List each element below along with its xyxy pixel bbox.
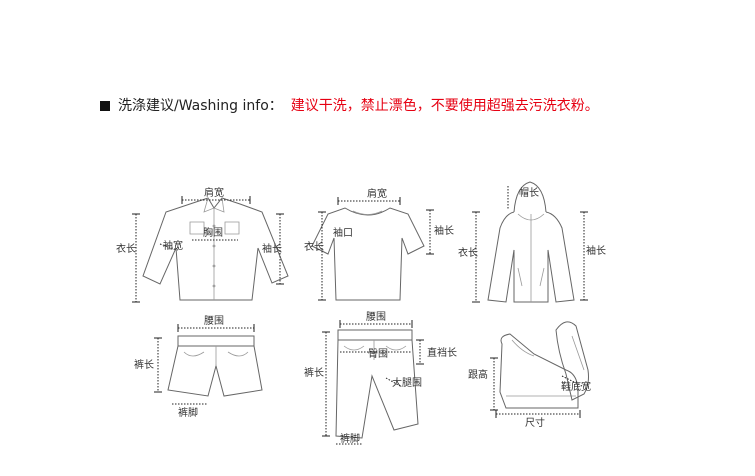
trousers-thigh-label: 大腿围 [392,376,422,389]
washing-advice-text: 建议干洗，禁止漂色，不要使用超强去污洗衣粉。 [290,98,599,114]
shorts-length-label: 裤长 [134,358,154,371]
tshirt-sleeve-length-label: 袖长 [434,224,454,237]
shoe-size-label: 尺寸 [525,416,545,429]
tshirt-length-label: 衣长 [304,240,324,253]
dress-shirt-figure: 肩宽 衣长 胸围 袖宽 袖长 [116,186,289,303]
shoe-heel-height-label: 跟高 [468,368,488,381]
hoodie-figure: 帽长 衣长 袖长 [458,181,606,303]
t-shirt-figure: 肩宽 衣长 袖口 袖长 [304,187,454,301]
hoodie-sleeve-length-label: 袖长 [586,244,606,257]
trousers-length-label: 裤长 [304,366,324,379]
shoe-figure: 跟高 鞋底宽 尺寸 [468,321,591,429]
hoodie-hood-length-label: 帽长 [519,186,539,199]
shoe-sole-width-label: 鞋底宽 [561,380,591,393]
trousers-rise-label: 直裆长 [427,346,457,359]
square-bullet-icon [100,101,110,111]
tshirt-shoulder-label: 肩宽 [367,187,387,200]
tshirt-cuff-label: 袖口 [333,226,353,239]
trousers-waist-label: 腰围 [366,311,386,323]
hoodie-icon [487,181,575,303]
trousers-hem-label: 裤脚 [340,432,360,445]
shirt-shoulder-label: 肩宽 [204,186,224,199]
shorts-figure: 腰围 裤长 裤脚 [134,315,263,419]
shorts-icon [167,335,263,397]
shoe-icon [499,321,589,409]
dress-shirt-icon [142,197,289,301]
shorts-waist-label: 腰围 [204,315,224,327]
washing-info-heading: 洗涤建议/Washing info： 建议干洗，禁止漂色，不要使用超强去污洗衣粉… [100,96,599,116]
shorts-hem-label: 裤脚 [178,406,198,419]
trousers-figure: 腰围 臀围 直裆长 大腿围 裤长 裤脚 [304,311,457,445]
shirt-length-label: 衣长 [116,242,136,255]
hoodie-length-label: 衣长 [458,246,478,259]
trousers-hip-label: 臀围 [368,348,388,360]
trousers-icon [335,329,419,439]
washing-info-label: 洗涤建议/Washing info： [118,98,283,114]
shirt-chest-label: 胸围 [203,226,223,239]
t-shirt-icon [311,207,425,301]
shirt-sleeve-width-label: 袖宽 [163,239,183,252]
shirt-sleeve-length-label: 袖长 [262,242,282,255]
